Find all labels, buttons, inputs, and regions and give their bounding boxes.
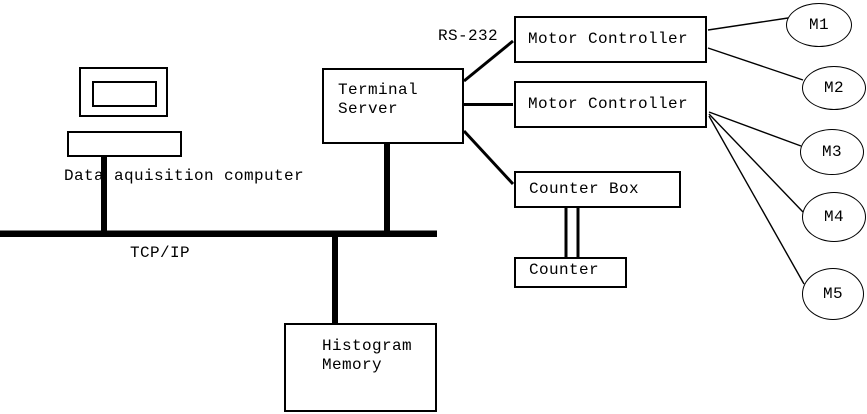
motor-controller-1-label: Motor Controller: [528, 30, 689, 48]
motor-m2-ellipse: M2: [802, 66, 866, 110]
monitor-screen-icon: [92, 81, 157, 107]
data-acquisition-computer-label: Data aquisition computer: [64, 167, 305, 185]
motor-controller-2-to-m4-line: [708, 113, 804, 213]
terminal-server-label: Terminal Server: [338, 81, 419, 118]
terminal-server-to-motor-controller-1-line: [463, 39, 514, 83]
counter-box: Counter: [514, 257, 627, 288]
motor-m3-label: M3: [821, 143, 842, 161]
histogram-memory-label: Histogram Memory: [322, 337, 413, 374]
motor-controller-1-box: Motor Controller: [514, 16, 707, 63]
counter-box-box: Counter Box: [514, 171, 681, 208]
motor-m4-label: M4: [823, 208, 844, 226]
motor-m3-ellipse: M3: [800, 129, 864, 175]
motor-m5-ellipse: M5: [802, 268, 864, 320]
terminal-server-box: Terminal Server: [322, 68, 464, 144]
motor-controller-2-box: Motor Controller: [514, 81, 707, 128]
counter-label: Counter: [529, 261, 600, 279]
motor-m4-ellipse: M4: [802, 192, 866, 242]
motor-controller-1-to-m2-line: [707, 47, 804, 81]
motor-m5-label: M5: [822, 285, 843, 303]
terminal-server-to-counter-box-line: [462, 129, 515, 186]
motor-controller-2-to-m3-line: [708, 111, 802, 147]
motor-controller-2-label: Motor Controller: [528, 95, 689, 113]
rs232-label: RS-232: [438, 27, 499, 45]
keyboard-icon: [67, 131, 182, 157]
motor-m2-label: M2: [823, 79, 844, 97]
tcpip-label: TCP/IP: [130, 244, 191, 262]
histogram-memory-box: Histogram Memory: [284, 323, 437, 412]
motor-m1-label: M1: [808, 16, 829, 34]
counter-box-label: Counter Box: [529, 180, 640, 198]
motor-controller-2-to-m5-line: [708, 115, 805, 285]
motor-m1-ellipse: M1: [786, 3, 852, 47]
motor-controller-1-to-m1-line: [707, 17, 789, 31]
